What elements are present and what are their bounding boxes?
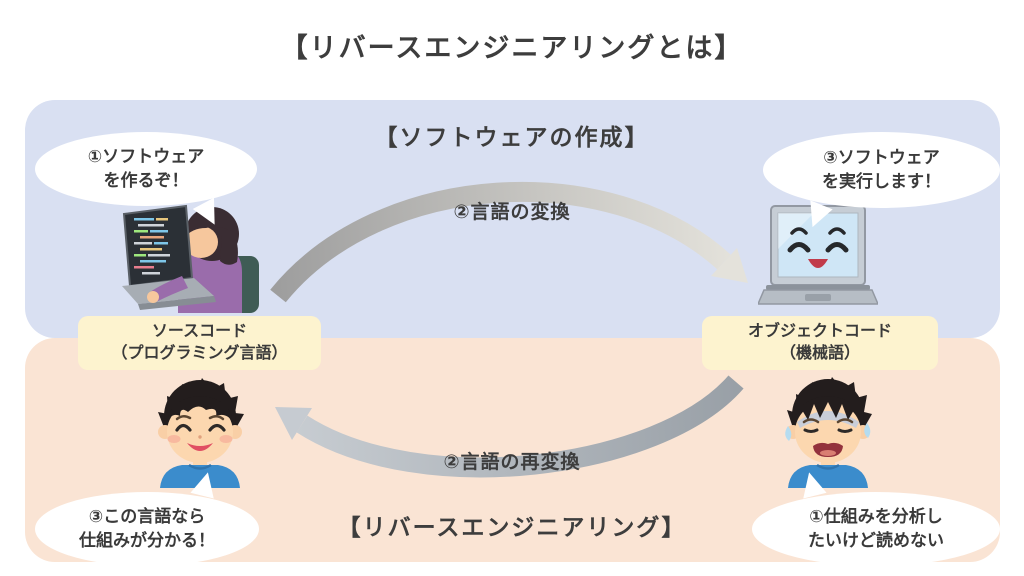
reverse-engineering-heading: 【リバースエンジニアリング】 — [337, 514, 687, 540]
language-reconversion-label: ②言語の再変換 — [443, 452, 581, 473]
label-text-line: ソースコード — [151, 323, 248, 341]
label-text-line: （プログラミング言語） — [111, 345, 288, 362]
bubble-text-line: たいけど読めない — [808, 531, 944, 550]
worried-analyst-speech-bubble: ①仕組みを分析し たいけど読めない — [752, 469, 1000, 566]
happy-analyst-speech-bubble: ③この言語なら 仕組みが分かる！ — [35, 469, 259, 566]
woman-coding-at-laptop-icon — [122, 204, 259, 313]
label-text-line: オブジェクトコード — [747, 323, 892, 341]
programmer-speech-bubble: ①ソフトウェア を作るぞ！ — [35, 132, 257, 231]
software-creation-heading: 【ソフトウェアの作成】 — [374, 124, 650, 150]
smiling-boy-icon — [158, 378, 244, 488]
laptop-speech-bubble: ③ソフトウェア を実行します！ — [763, 132, 1000, 232]
smiling-laptop-icon — [758, 205, 878, 305]
bubble-text-line: を作るぞ！ — [103, 171, 189, 190]
page-title: 【リバースエンジニアリングとは】 — [280, 33, 744, 63]
sweating-worried-boy-icon — [785, 377, 872, 488]
bubble-text-line: ③この言語なら — [88, 507, 206, 527]
bubble-text-line: を実行します！ — [822, 172, 941, 191]
language-conversion-label: ②言語の変換 — [453, 202, 571, 223]
object-code-label: オブジェクトコード （機械語） — [702, 316, 938, 370]
bubble-text-line: 仕組みが分かる！ — [79, 531, 215, 550]
label-text-line: （機械語） — [779, 345, 860, 362]
curved-arrow-left-icon — [275, 375, 744, 478]
curved-arrow-right-icon — [270, 181, 748, 303]
bubble-text-line: ①仕組みを分析し — [809, 507, 943, 527]
bubble-text-line: ①ソフトウェア — [87, 147, 205, 167]
bubble-text-line: ③ソフトウェア — [823, 148, 940, 168]
source-code-label: ソースコード （プログラミング言語） — [78, 316, 321, 370]
